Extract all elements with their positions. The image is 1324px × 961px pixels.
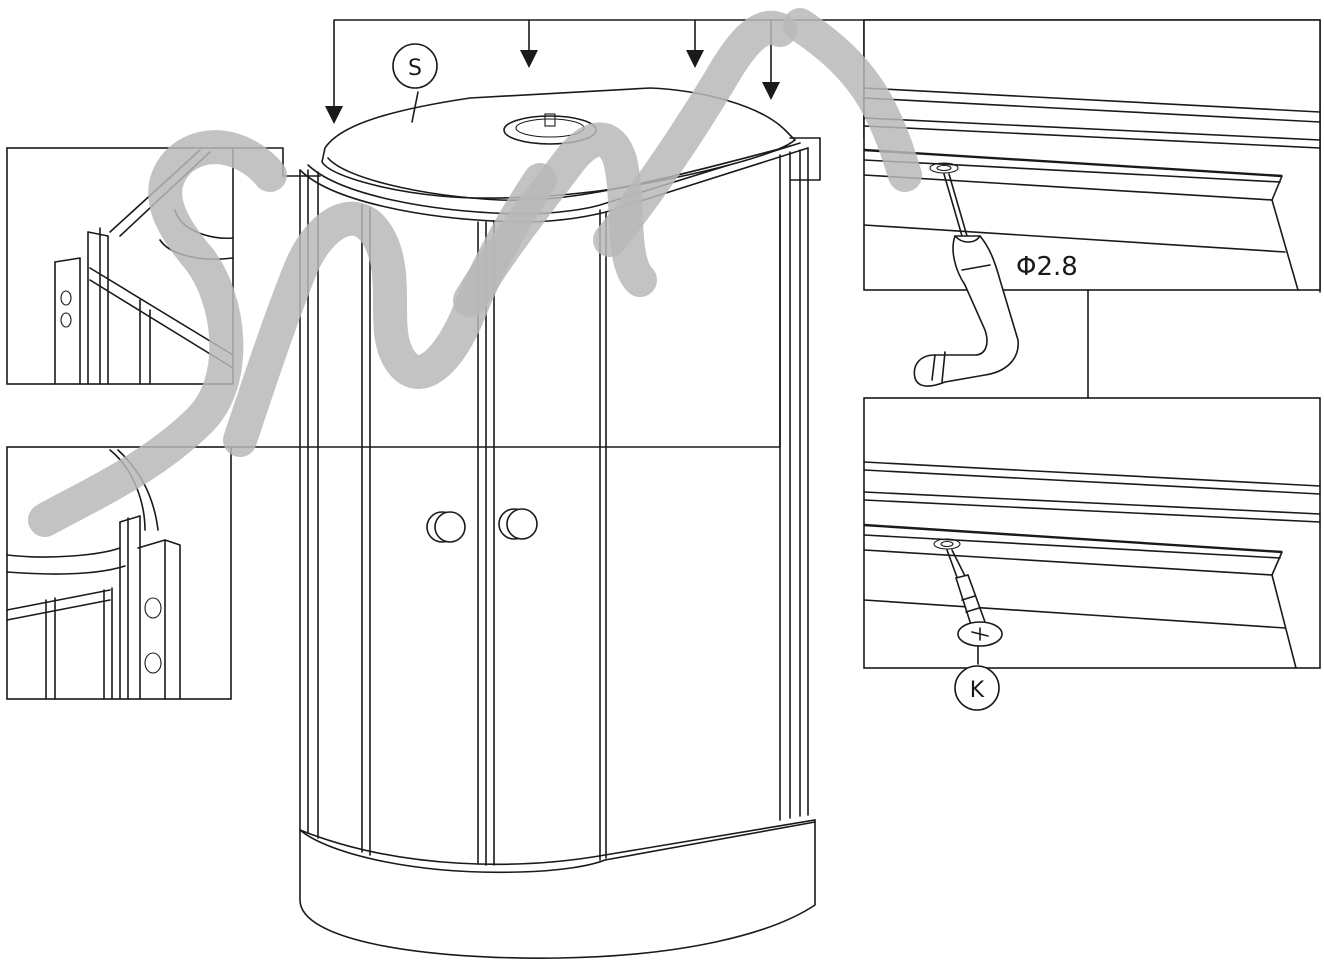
detail-drilling [863, 19, 1321, 291]
watermark [28, 8, 922, 537]
callout-s: S [392, 43, 438, 89]
drill-icon [913, 235, 1019, 387]
arrow-down-icon [325, 106, 343, 124]
arrow-down-icon [686, 50, 704, 68]
arrow-down-icon [520, 50, 538, 68]
shower-cabin [299, 142, 816, 959]
callout-k-label: K [970, 678, 985, 703]
screw-icon [954, 574, 1003, 665]
detail-screw-fixing [863, 397, 1321, 669]
callout-s-label: S [408, 56, 422, 81]
drill-bit-dimension: Φ2.8 [1016, 252, 1078, 282]
arrow-down-icon [762, 82, 780, 100]
callout-k: K [954, 665, 1000, 711]
shower-tray [299, 819, 816, 959]
